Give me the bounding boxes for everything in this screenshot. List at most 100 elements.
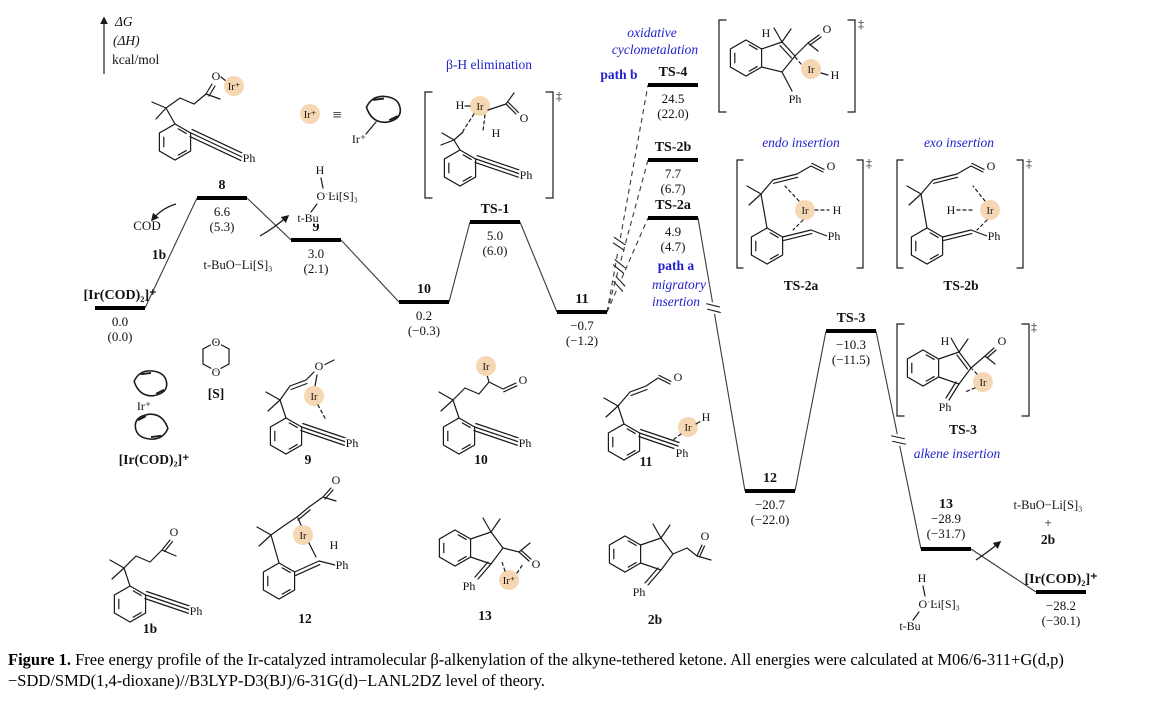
break-mark: [612, 242, 625, 252]
structure-9: O Ir Ph 9: [265, 357, 360, 467]
connectors-layer: [144, 84, 1037, 593]
structure-ircod2: Ir⁺ [Ir(COD)₂]⁺: [119, 369, 189, 467]
atom-ir: Ir: [802, 206, 809, 217]
atom-ph: Ph: [828, 229, 841, 243]
structure-caption-9: 9: [305, 452, 312, 467]
annotations-layer: ΔG (ΔH) kcal/mol β-H elimination oxidati…: [100, 14, 1083, 561]
break-mark: [706, 303, 720, 308]
dagger: ‡: [556, 89, 562, 103]
energy-level-label-11: 11: [575, 292, 588, 307]
break-mark: [892, 440, 907, 445]
atom-ir-plus: Ir⁺: [304, 110, 317, 121]
atom-o: O: [674, 370, 683, 384]
break-mark: [612, 264, 625, 274]
break-mark: [614, 258, 626, 269]
energy-dG-13: −28.9: [931, 511, 961, 526]
figure-caption-text: Free energy profile of the Ir-catalyzed …: [8, 650, 1064, 691]
energy-dG-10: 0.2: [416, 308, 432, 323]
atom-h: H: [947, 203, 956, 217]
energy-dG-ircod2_end: −28.2: [1046, 598, 1076, 613]
atom-t-bu: t-Bu: [899, 619, 920, 633]
energy-dH-11: (−1.2): [566, 333, 598, 348]
structure-caption-13: 13: [478, 608, 492, 623]
energy-dH-9: (2.1): [304, 261, 329, 276]
energy-dH-12: (−22.0): [751, 512, 790, 527]
structure-ts1: ‡ Ir H O H Ph: [424, 89, 562, 199]
annotation-path-a: path a: [658, 258, 695, 273]
atom-o: O: [823, 22, 832, 36]
annotation-2b: 2b: [1041, 532, 1055, 547]
atom-ir: Ir: [808, 65, 815, 76]
axis-label-units: kcal/mol: [112, 52, 159, 67]
connector-11-TS-2a: [606, 217, 649, 313]
break-mark: [613, 236, 626, 246]
structure-ts4: ‡ H O Ir H Ph: [718, 17, 864, 113]
energy-dG-ircod2_start: 0.0: [112, 314, 128, 329]
structure-complex-8: Ph O Ir⁺: [151, 67, 257, 167]
atom-h: H: [456, 98, 465, 112]
structure-caption-solvent: [S]: [208, 386, 225, 401]
atom-ph: Ph: [519, 436, 532, 450]
atom-ph: Ph: [243, 151, 256, 165]
energy-level-bar-TS-2b: [648, 158, 698, 162]
atom-ir-plus: Ir⁺: [137, 399, 151, 413]
energy-level-label-TS-4: TS-4: [659, 65, 688, 80]
energy-level-label-TS-1: TS-1: [481, 202, 510, 217]
atom-ph: Ph: [346, 436, 359, 450]
annotation-oxidative: oxidative: [627, 25, 676, 40]
energy-levels-layer: [Ir(COD)₂]⁺0.0(0.0)86.6(5.3)93.0(2.1)100…: [83, 65, 1097, 628]
connector-TS-2a-12: [697, 217, 746, 492]
atom-o: O: [315, 359, 324, 373]
energy-dH-TS-3: (−11.5): [832, 352, 870, 367]
atom-ph: Ph: [336, 558, 349, 572]
atom-h: H: [330, 538, 339, 552]
atom-o-plus: O⁺: [317, 189, 332, 203]
energy-level-label-13: 13: [939, 497, 953, 512]
structure-10: Ir O Ph 10: [438, 356, 533, 467]
annotation-tbuo-li: t-BuO−Li[S]₃: [203, 258, 272, 272]
structure-12: O Ir Ph H 12: [256, 471, 350, 626]
energy-level-bar-9: [291, 238, 341, 242]
break-mark: [613, 280, 624, 292]
chemical-structures-layer: Ph O Ir⁺ Ir⁺ ≡ Ir⁺ ‡ Ir H: [109, 17, 1037, 636]
energy-dG-8: 6.6: [214, 204, 231, 219]
energy-level-label-TS-3: TS-3: [837, 311, 866, 326]
connector-10-TS-1: [448, 221, 471, 303]
product-release-arrow: [975, 541, 1002, 561]
atom-h: H: [762, 26, 771, 40]
break-mark: [890, 435, 905, 440]
atom-o: O: [701, 529, 710, 543]
atom-li-s3: Li[S]₃: [328, 189, 358, 203]
atom-ph: Ph: [939, 400, 952, 414]
structure-tbuoh-left: H O⁺ Li[S]₃ t-Bu: [296, 161, 360, 227]
atom-ir: Ir: [311, 392, 318, 403]
annotation-cod: COD: [133, 218, 160, 233]
atom-o: O: [212, 69, 221, 83]
figure-caption-label: Figure 1.: [8, 650, 71, 669]
atom-o: O: [519, 373, 528, 387]
structure-2b: O Ph 2b: [608, 523, 712, 627]
atom-o-plus: O⁺: [919, 597, 934, 611]
figure-caption: Figure 1. Free energy profile of the Ir-…: [0, 646, 1163, 695]
connector-11-TS-4: [606, 84, 649, 313]
structure-caption-ts3: TS-3: [949, 422, 977, 437]
energy-level-bar-TS-1: [470, 220, 520, 224]
energy-level-bar-ircod2_end: [1036, 590, 1086, 594]
energy-dG-TS-1: 5.0: [487, 228, 503, 243]
annotation-endo-insertion: endo insertion: [762, 135, 840, 150]
structure-11: O Ph Ir H 11: [603, 368, 712, 469]
energy-level-bar-ircod2_start: [95, 306, 145, 310]
atom-ph: Ph: [463, 579, 476, 593]
energy-level-label-8: 8: [219, 178, 226, 193]
annotation-1b: 1b: [152, 247, 166, 262]
energy-dG-TS-3: −10.3: [836, 337, 866, 352]
energy-dG-TS-4: 24.5: [662, 91, 685, 106]
axis-label-dg: ΔG: [114, 14, 133, 29]
connector-TS-3-13: [875, 330, 922, 550]
annotation-alkene-insertion: alkene insertion: [914, 446, 1001, 461]
atom-li-s3: Li[S]₃: [930, 597, 960, 611]
atom-ph: Ph: [988, 229, 1001, 243]
structure-caption-12: 12: [298, 611, 312, 626]
structure-ts3: ‡ H O Ir Ph TS-3: [896, 320, 1037, 437]
